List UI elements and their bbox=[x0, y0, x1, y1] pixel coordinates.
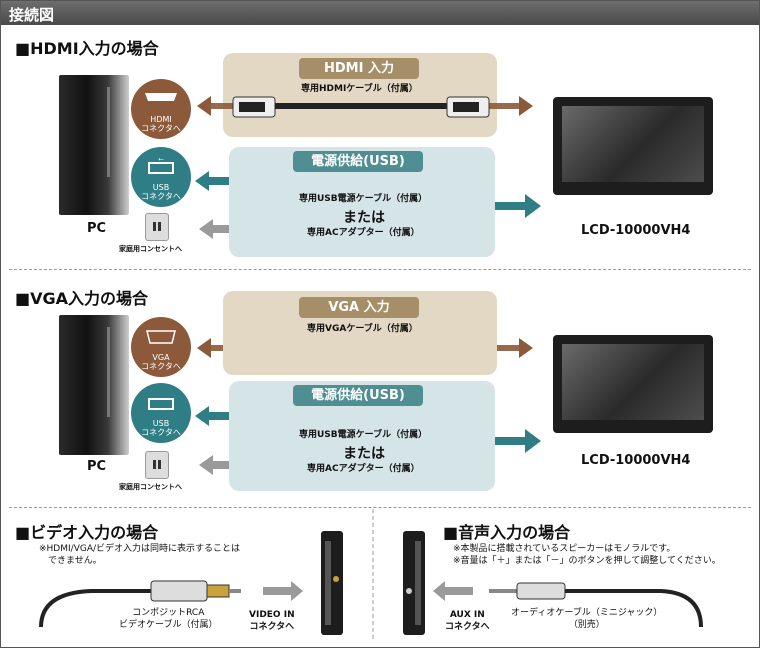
power-pill: 電源供給(USB) bbox=[293, 151, 423, 172]
vga-power-pill: 電源供給(USB) bbox=[293, 385, 423, 406]
monitor-label: LCD-10000VH4 bbox=[581, 223, 691, 238]
pc-label: PC bbox=[87, 221, 107, 236]
video-arrow-right bbox=[263, 581, 303, 601]
ac-adapter-label: 専用ACアダプター（付属） bbox=[307, 228, 420, 238]
usb-connector-badge: ⭠ USB コネクタへ bbox=[131, 147, 191, 207]
audio-cable-label: オーディオケーブル（ミニジャック） （別売） bbox=[511, 608, 663, 630]
vga-usb-connector-badge: USB コネクタへ bbox=[131, 383, 191, 443]
usb-cable-label: 専用USB電源ケーブル（付属） bbox=[299, 194, 428, 204]
vga-connector-label: VGA コネクタへ bbox=[141, 353, 181, 371]
pc-label-vga: PC bbox=[87, 459, 107, 474]
page-title: 接続図 bbox=[9, 6, 55, 24]
svg-text:⭠: ⭠ bbox=[158, 155, 164, 163]
or-text: または bbox=[343, 210, 385, 226]
hdmi-input-pill: HDMI 入力 bbox=[299, 58, 419, 79]
power-arrow-right bbox=[487, 194, 541, 218]
hdmi-port-icon bbox=[145, 93, 177, 101]
vga-section-heading: ■VGA入力の場合 bbox=[15, 289, 149, 308]
title-bar: 接続図 bbox=[1, 1, 759, 25]
hdmi-connector-label: HDMI コネクタへ bbox=[141, 115, 181, 133]
usb-port-icon-vga bbox=[148, 398, 174, 410]
video-note: ※HDMI/VGA/ビデオ入力は同時に表示することは できません。 bbox=[39, 544, 241, 566]
vga-cable-label: 専用VGAケーブル（付属） bbox=[307, 324, 418, 334]
vga-port-icon bbox=[146, 330, 176, 344]
video-section-heading: ■ビデオ入力の場合 bbox=[15, 523, 159, 542]
audio-arrow-left bbox=[433, 581, 473, 601]
vga-usb-cable-label: 専用USB電源ケーブル（付属） bbox=[299, 430, 428, 440]
lcd-monitor-hdmi bbox=[553, 97, 713, 195]
aux-in-label: AUX IN コネクタへ bbox=[445, 610, 490, 632]
lcd-monitor-vga bbox=[553, 335, 713, 433]
section-divider-2 bbox=[9, 507, 751, 508]
hdmi-connector-badge: HDMI コネクタへ bbox=[131, 79, 191, 139]
pc-tower-vga bbox=[59, 315, 129, 455]
outlet-label-vga: 家庭用コンセントへ bbox=[119, 483, 182, 491]
usb-port-icon: ⭠ bbox=[148, 155, 174, 174]
vga-usb-connector-label: USB コネクタへ bbox=[141, 419, 181, 437]
vga-input-pill: VGA 入力 bbox=[299, 297, 419, 318]
wall-outlet-icon-vga bbox=[145, 451, 169, 479]
side-monitor-video bbox=[321, 531, 343, 635]
audio-section-heading: ■音声入力の場合 bbox=[443, 523, 571, 542]
side-monitor-audio bbox=[403, 531, 425, 635]
outlet-label: 家庭用コンセントへ bbox=[119, 245, 182, 253]
vga-or-text: または bbox=[343, 446, 385, 462]
usb-connector-label: USB コネクタへ bbox=[141, 183, 181, 201]
hdmi-cable-label: 専用HDMIケーブル（付属） bbox=[301, 84, 418, 94]
video-in-label: VIDEO IN コネクタへ bbox=[249, 610, 295, 632]
pc-tower bbox=[59, 75, 129, 215]
monitor-label-vga: LCD-10000VH4 bbox=[581, 453, 691, 468]
section-divider bbox=[9, 269, 751, 270]
vga-connector-badge: VGA コネクタへ bbox=[131, 317, 191, 377]
vga-power-arrow-right bbox=[487, 429, 541, 453]
audio-note-2: ※音量は「＋」または「－」のボタンを押して調整してください。 bbox=[453, 556, 721, 566]
vga-ac-adapter-label: 専用ACアダプター（付属） bbox=[307, 464, 420, 474]
rca-cable-label: コンポジットRCA ビデオケーブル（付属） bbox=[119, 608, 218, 630]
hdmi-section-heading: ■HDMI入力の場合 bbox=[15, 39, 159, 58]
audio-note-1: ※本製品に搭載されているスピーカーはモノラルです。 bbox=[453, 544, 676, 554]
wall-outlet-icon bbox=[145, 213, 169, 241]
